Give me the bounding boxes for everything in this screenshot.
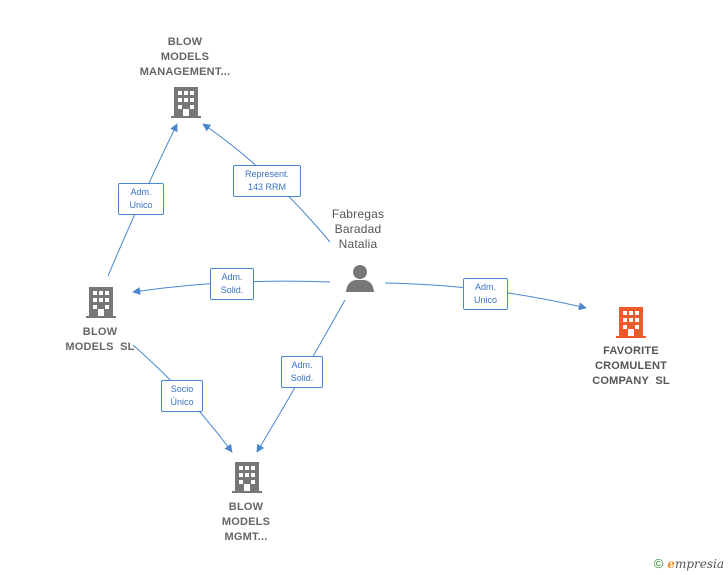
building-icon bbox=[616, 307, 646, 338]
node-blow-models-mgmt[interactable]: BLOW MODELS MGMT... bbox=[196, 500, 296, 545]
building-icon bbox=[86, 287, 116, 318]
node-label: Fabregas Baradad Natalia bbox=[331, 207, 385, 251]
node-label: BLOW MODELS SL bbox=[65, 326, 135, 353]
copyright-icon: © bbox=[653, 556, 664, 571]
node-label: BLOW MODELS MANAGEMENT... bbox=[139, 36, 231, 78]
edge-label-adm-unico-left[interactable]: Adm. Unico bbox=[118, 183, 164, 215]
node-label: FAVORITE CROMULENT COMPANY SL bbox=[592, 345, 670, 387]
node-blow-models-management[interactable]: BLOW MODELS MANAGEMENT... bbox=[130, 35, 240, 80]
building-icon bbox=[232, 462, 262, 493]
brand-watermark: ©empresia bbox=[654, 556, 724, 571]
node-favorite-cromulent[interactable]: FAVORITE CROMULENT COMPANY SL bbox=[576, 344, 686, 389]
brand-logo: empresia bbox=[667, 557, 724, 571]
node-blow-models-sl[interactable]: BLOW MODELS SL bbox=[50, 325, 150, 355]
node-person[interactable]: Fabregas Baradad Natalia bbox=[318, 207, 398, 252]
building-icon bbox=[171, 87, 201, 118]
edge-label-socio-unico[interactable]: Socio Único bbox=[161, 380, 203, 412]
node-label: BLOW MODELS MGMT... bbox=[221, 501, 271, 543]
person-icon bbox=[346, 265, 374, 292]
edge-label-adm-solid-left[interactable]: Adm. Solid. bbox=[210, 268, 254, 300]
edge-label-represent[interactable]: Represent. 143 RRM bbox=[233, 165, 301, 197]
edge-label-adm-unico-right[interactable]: Adm. Unico bbox=[463, 278, 508, 310]
edge-label-adm-solid-bottom[interactable]: Adm. Solid. bbox=[281, 356, 323, 388]
